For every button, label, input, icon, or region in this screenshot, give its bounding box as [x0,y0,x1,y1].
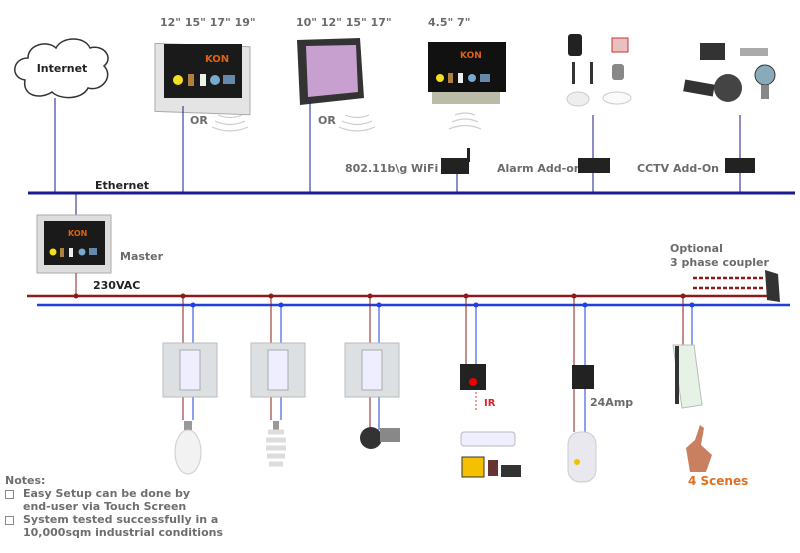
cctv-label: CCTV Add-On [637,162,719,175]
power-junction [73,293,79,299]
light-bulb-icon [174,421,202,475]
wifi-module [441,148,470,174]
water-heater-icon [567,431,597,483]
note-text: System tested successfully in a 10,000sq… [23,513,224,539]
internet-label: Internet [37,62,88,75]
alarm-label: Alarm Add-on [497,162,582,175]
bus-junction [190,302,196,308]
master-panel: KON [36,214,112,274]
note-item: System tested successfully in a 10,000sq… [5,513,223,539]
power-junction [180,293,186,299]
coupler-label-2: 3 phase coupler [670,256,769,269]
coupler-label-1: Optional [670,242,723,255]
dimmer-switch-3 [344,342,400,398]
ethernet-label: Ethernet [95,179,149,192]
master-label: Master [120,250,164,263]
panel1-brand: KON [205,54,229,65]
bus-junction [473,302,479,308]
power-junction [268,293,274,299]
note-text: Easy Setup can be done by end-user via T… [23,487,191,513]
ir-blaster [460,364,486,390]
bus-junction [582,302,588,308]
wireless-waves-icon [211,114,249,132]
panel3-sizes: 4.5" 7" [428,16,470,29]
cctv-module [725,158,755,173]
cfl-bulb-icon [266,421,286,467]
bus-junction [689,302,695,308]
three-phase-coupler [765,270,780,302]
panel1-sizes: 12" 15" 17" 19" [160,16,256,29]
ir-label: IR [484,398,496,409]
dimmer-switch-2 [250,342,306,398]
ac-label: 230VAC [93,279,140,292]
wireless-waves-icon [448,112,482,130]
notes: Notes: Easy Setup can be done by end-use… [5,474,223,539]
touch-panel-1: KON [154,42,251,116]
panel3-brand: KON [460,51,482,61]
touch-panel-3: KON [428,42,506,104]
relay-24amp [572,365,594,389]
dimmer-switch-1 [162,342,218,398]
power-junction [571,293,577,299]
cctv-devices [683,43,776,102]
alarm-devices [566,34,632,107]
bus-junction [376,302,382,308]
or-label-2: OR [318,114,336,127]
bullet-box-icon [5,516,14,525]
power-junction [680,293,686,299]
bullet-box-icon [5,490,14,499]
scene-switch [672,344,703,409]
note-item: Easy Setup can be done by end-user via T… [5,487,223,513]
hand-touch-icon [686,425,712,472]
power-junction [463,293,469,299]
power-junction [367,293,373,299]
bus-junction [278,302,284,308]
master-brand: KON [68,229,87,238]
notes-title: Notes: [5,474,46,487]
scenes-label: 4 Scenes [688,474,748,488]
motor-icon [360,427,400,449]
air-conditioner-and-tv [460,431,521,478]
touch-panel-2 [297,38,364,105]
wifi-label: 802.11b\g WiFi [345,162,438,175]
amp-label: 24Amp [590,396,633,409]
internet-cloud: Internet [14,38,109,99]
or-label-1: OR [190,114,208,127]
alarm-module [578,158,610,173]
wireless-waves-icon [338,114,376,132]
panel2-sizes: 10" 12" 15" 17" [296,16,392,29]
